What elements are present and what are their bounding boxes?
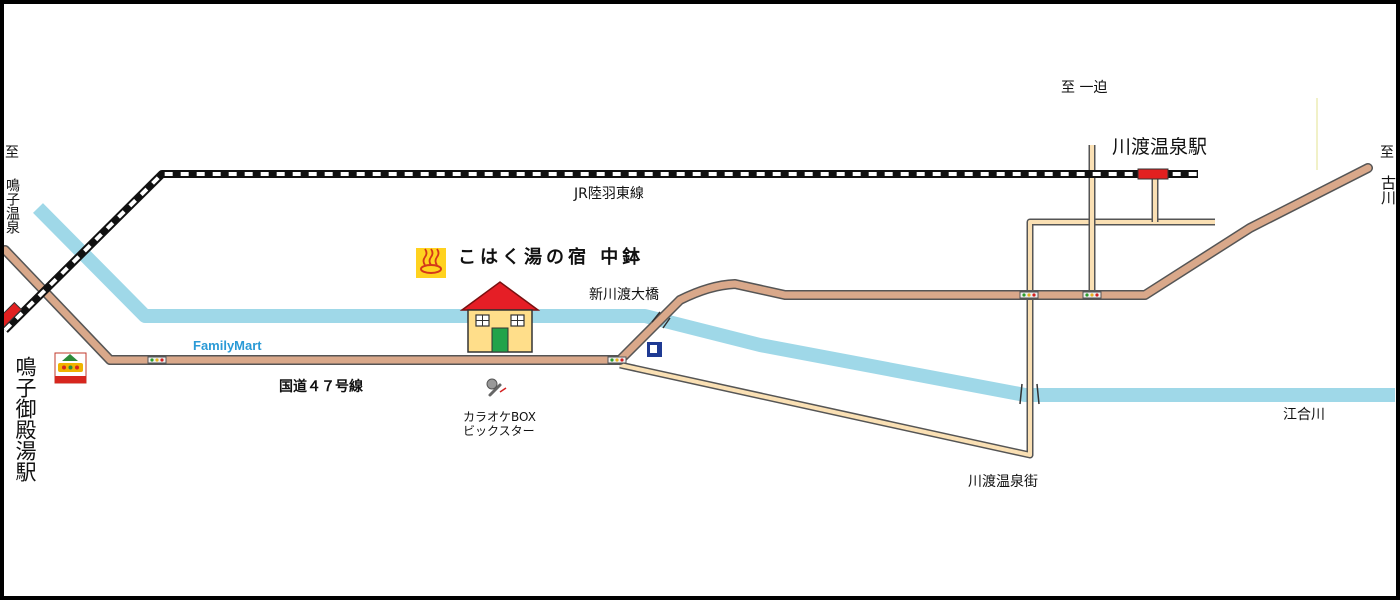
inn-name: こはく湯の宿 中鉢 [458,247,645,268]
traffic-signal-icon [147,356,167,364]
family-mart-logo: FamilyMart [193,338,262,353]
station-marker-right [1137,168,1169,180]
main-road [0,163,1373,365]
river-label: 江合川 [1283,407,1325,423]
to-left-prefix: 至 [5,145,19,161]
hot-spring-icon [416,248,446,278]
traffic-signal-icon [1082,291,1102,299]
station-left-label: 鳴子御殿湯駅 [13,356,37,482]
to-right-dest: 古川 [1379,175,1397,205]
shop-icon [647,342,662,357]
railway-line [2,170,1198,333]
river-main [33,203,1395,402]
bridge-marks [651,311,1040,405]
station-right-label: 川渡温泉駅 [1112,136,1208,158]
house-icon[interactable] [459,281,541,353]
store-logo [54,352,87,384]
bridge-label: 新川渡大橋 [589,287,659,303]
route-label: 国道４７号線 [279,379,363,395]
microphone-icon [486,378,507,397]
town-label: 川渡温泉街 [968,474,1038,490]
karaoke-line1: カラオケBOX [463,410,536,424]
karaoke-line2: ビックスター [463,424,535,438]
to-left-dest: 鳴子温泉 [4,178,20,234]
to-right-prefix: 至 [1380,145,1394,161]
traffic-signal-icon [1019,291,1039,299]
traffic-signal-icon [607,356,627,364]
railway-label: JR陸羽東線 [574,186,644,202]
to-top-label: 至 一迫 [1061,80,1108,96]
